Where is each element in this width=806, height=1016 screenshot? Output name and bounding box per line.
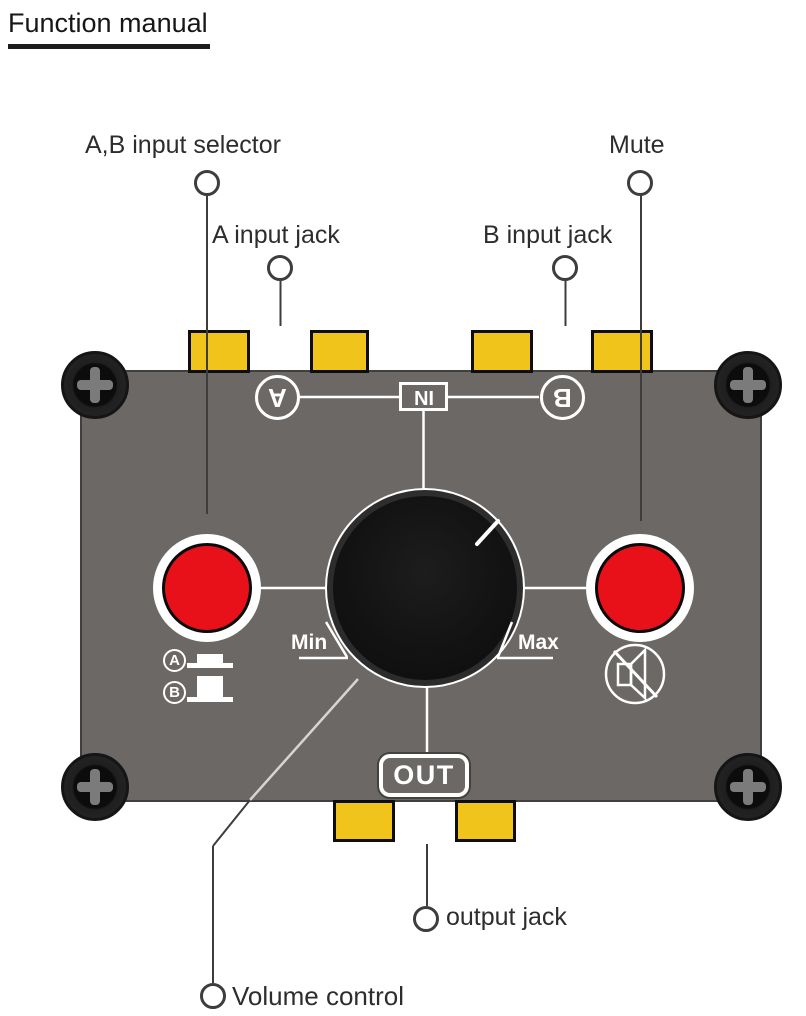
screw-icon — [714, 351, 782, 419]
output-jack-right — [455, 800, 516, 842]
screw-icon — [714, 753, 782, 821]
in-label: IN — [413, 386, 434, 408]
output-jack-left — [333, 800, 395, 842]
volume-knob — [325, 488, 525, 688]
label-ab-input-selector: A,B input selector — [85, 131, 281, 159]
legend-b-badge: B — [163, 681, 186, 704]
callout-marker-volume-control — [200, 983, 226, 1009]
callout-marker-b-input-jack — [552, 255, 578, 281]
label-volume-control: Volume control — [232, 981, 404, 1011]
input-a-badge: A — [255, 375, 300, 420]
mute-button — [595, 543, 685, 633]
label-a-input-jack: A input jack — [212, 221, 340, 249]
callout-marker-mute — [627, 170, 653, 196]
button-pressed-base — [187, 663, 233, 668]
input-b-badge: B — [540, 375, 585, 420]
leader-volume-diagonal — [212, 799, 251, 847]
screw-slot — [743, 769, 753, 805]
out-label: OUT — [393, 760, 455, 790]
in-label-box: IN — [399, 382, 448, 411]
label-output-jack: output jack — [446, 903, 567, 931]
legend-a-letter: A — [169, 652, 180, 669]
label-b-input-jack: B input jack — [483, 221, 613, 249]
label-mute: Mute — [609, 131, 665, 159]
input-jack-b-right — [591, 330, 653, 373]
legend-a-badge: A — [163, 649, 186, 672]
screw-icon — [61, 753, 129, 821]
knob-max-label: Max — [518, 631, 559, 654]
button-pressed-icon — [197, 654, 223, 663]
input-jack-b-left — [471, 330, 533, 373]
knob-min-label: Min — [291, 631, 328, 654]
ab-selector-button — [162, 543, 252, 633]
out-label-box: OUT — [379, 754, 469, 797]
input-b-letter: B — [553, 383, 572, 413]
legend-b-letter: B — [169, 684, 180, 701]
button-released-icon — [197, 676, 223, 697]
callout-marker-output-jack — [413, 906, 439, 932]
screw-slot — [743, 367, 753, 403]
input-a-letter: A — [268, 383, 287, 413]
screw-slot — [90, 367, 100, 403]
callout-marker-a-input-jack — [267, 255, 293, 281]
callout-marker-ab-selector — [194, 170, 220, 196]
input-jack-a-right — [310, 330, 369, 373]
screw-icon — [61, 351, 129, 419]
button-released-base — [187, 697, 233, 702]
input-jack-a-left — [188, 330, 250, 373]
page-title: Function manual — [8, 8, 210, 49]
screw-slot — [90, 769, 100, 805]
